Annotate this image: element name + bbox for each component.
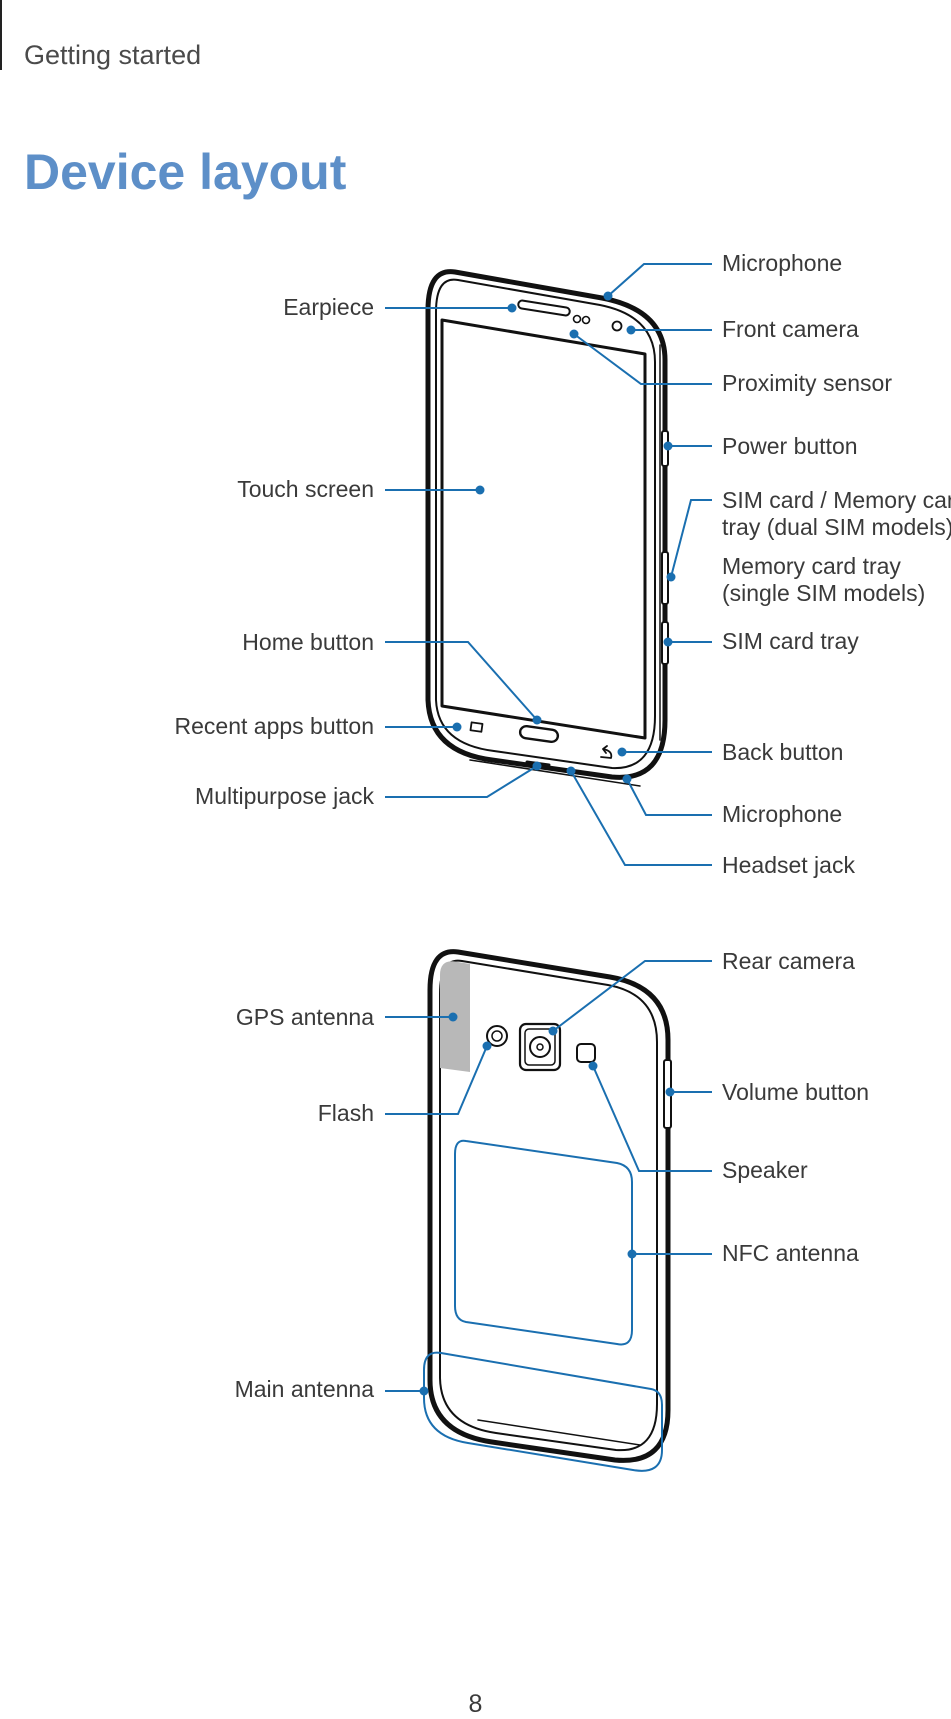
callout-microphone-top (607, 263, 712, 297)
label-rear-camera: Rear camera (722, 948, 855, 974)
back-icon (600, 745, 613, 759)
back-bottom-edge (477, 1419, 641, 1446)
label-multipurpose-jack: Multipurpose jack (195, 783, 374, 809)
callout-sim-memory-tray (670, 499, 712, 578)
rear-camera-lens-center (536, 1043, 544, 1051)
callout-headset-jack (570, 770, 712, 866)
callout-home-button (385, 641, 538, 721)
front-screen (440, 318, 647, 740)
earpiece-grille (517, 299, 571, 317)
front-callout-dots (452, 291, 676, 784)
label-sim-memory-tray-line2: tray (dual SIM models) (722, 514, 951, 540)
label-back-button: Back button (722, 739, 844, 765)
label-memory-tray-line1: Memory card tray (722, 553, 901, 579)
main-antenna-outline (423, 1351, 663, 1472)
label-power-button: Power button (722, 433, 858, 459)
flash-center (491, 1030, 503, 1042)
flash-ring (486, 1025, 508, 1047)
label-headset-jack: Headset jack (722, 852, 855, 878)
page-title: Device layout (24, 144, 347, 200)
label-front-camera: Front camera (722, 316, 859, 342)
back-callouts (385, 960, 712, 1472)
speaker-grille (576, 1043, 596, 1063)
front-callouts (385, 263, 712, 866)
label-memory-tray-line2: (single SIM models) (722, 580, 926, 606)
label-home-button: Home button (242, 629, 374, 655)
callout-multipurpose-jack (385, 765, 538, 798)
label-main-antenna: Main antenna (234, 1376, 374, 1402)
label-flash: Flash (317, 1100, 374, 1126)
home-button-shape (518, 724, 560, 744)
callout-proximity-sensor (573, 333, 712, 385)
nfc-antenna-outline (454, 1139, 633, 1346)
label-volume-button: Volume button (722, 1079, 870, 1105)
proximity-sensor-dot-1 (572, 314, 582, 324)
callout-microphone-bottom (626, 778, 712, 816)
front-bottom-edge (469, 759, 641, 787)
header-rule (0, 0, 2, 70)
label-earpiece: Earpiece (283, 294, 374, 320)
back-phone-inner-edge (439, 959, 658, 1452)
back-phone-body (427, 949, 671, 1463)
label-sim-card-tray: SIM card tray (722, 628, 859, 654)
proximity-sensor-dot-2 (581, 315, 591, 325)
label-speaker: Speaker (722, 1157, 808, 1183)
camera-housing-inner (524, 1028, 556, 1066)
back-callout-dots (419, 1012, 675, 1396)
recent-apps-icon (469, 721, 484, 733)
callout-flash (385, 1045, 488, 1115)
camera-housing (518, 1022, 562, 1072)
callout-speaker (592, 1065, 712, 1172)
front-camera-lens (611, 320, 623, 332)
label-gps-antenna: GPS antenna (235, 1004, 374, 1030)
label-proximity-sensor: Proximity sensor (722, 370, 892, 396)
label-microphone-top: Microphone (722, 250, 843, 276)
callout-rear-camera (552, 960, 712, 1032)
label-touch-screen: Touch screen (237, 476, 374, 502)
page-number: 8 (468, 1690, 483, 1718)
section-header: Getting started (24, 40, 202, 70)
label-recent-apps-button: Recent apps button (174, 713, 374, 739)
front-phone-illustration (425, 269, 669, 787)
rear-camera-lens (529, 1036, 551, 1058)
front-phone-body (425, 269, 668, 780)
label-nfc-antenna: NFC antenna (722, 1240, 859, 1266)
front-phone-inner-edge (435, 278, 656, 770)
label-sim-memory-tray-line1: SIM card / Memory card (722, 487, 951, 513)
label-microphone-bottom: Microphone (722, 801, 843, 827)
